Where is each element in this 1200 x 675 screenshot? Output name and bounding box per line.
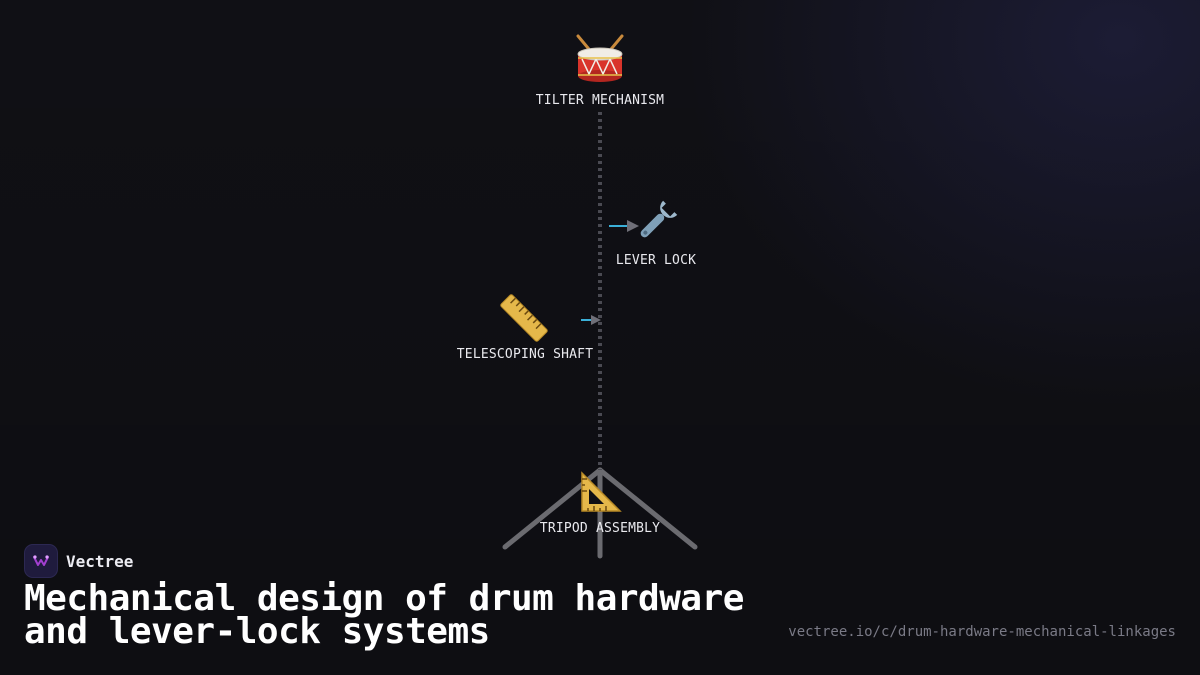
source-url[interactable]: vectree.io/c/drum-hardware-mechanical-li… xyxy=(788,624,1176,640)
node-label-tripod-assembly: TRIPOD ASSEMBLY xyxy=(539,521,661,536)
node-label-tilter-mechanism: TILTER MECHANISM xyxy=(535,93,665,108)
arrow-from-telescoping-shaft xyxy=(581,315,601,325)
drum-icon xyxy=(570,34,630,84)
brand: Vectree xyxy=(24,544,133,578)
page-title: Mechanical design of drum hardware and l… xyxy=(24,578,744,652)
wrench-icon xyxy=(626,198,686,246)
arrow-to-lever-lock xyxy=(609,220,639,232)
node-label-telescoping-shaft: TELESCOPING SHAFT xyxy=(456,347,594,362)
triangle-ruler-icon xyxy=(570,468,630,516)
ruler-icon xyxy=(494,294,554,342)
node-label-lever-lock: LEVER LOCK xyxy=(615,253,697,268)
vectree-logo-icon xyxy=(24,544,58,578)
brand-name: Vectree xyxy=(66,551,134,571)
